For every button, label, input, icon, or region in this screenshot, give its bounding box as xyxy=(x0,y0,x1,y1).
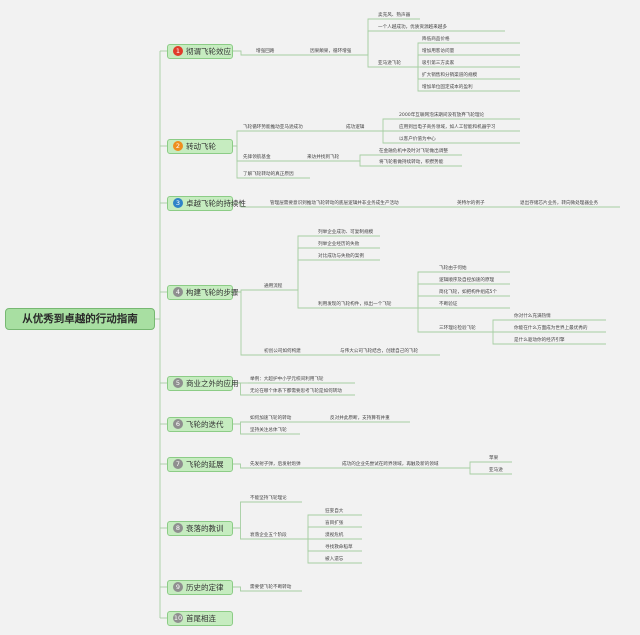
badge-2: 2 xyxy=(173,141,183,151)
node-bullets-cannons[interactable]: 先发射子弹，后发射炮弹 xyxy=(250,462,301,467)
node-economic-engine[interactable]: 是什么驱动你的经济引擎 xyxy=(514,338,565,343)
node-overexpansion[interactable]: 盲目扩张 xyxy=(325,521,344,526)
node-more-visits[interactable]: 增加用客访问量 xyxy=(422,49,455,54)
node-hubris[interactable]: 狂妄自大 xyxy=(325,509,344,514)
badge-3: 3 xyxy=(173,198,183,208)
node-best-in-world[interactable]: 你能在什么方面成为世界上最优秀的 xyxy=(514,326,588,331)
node-compare[interactable]: 对比成功与失败的案例 xyxy=(318,254,364,259)
node-verify[interactable]: 不断验证 xyxy=(439,302,458,307)
node-cause-effect[interactable]: 因果颠果，循环增强 xyxy=(310,49,352,54)
node-school-example[interactable]: 举例：大超护中小学元校间利用飞轮 xyxy=(250,377,324,382)
node-intel-example[interactable]: 英特尔的例子 xyxy=(457,201,485,206)
node-combine[interactable]: 与伟大公司飞轮结合，创建自己的飞轮 xyxy=(340,349,419,354)
node-list-failure[interactable]: 列举企业经历的失败 xyxy=(318,242,360,247)
root-node[interactable]: 从优秀到卓越的行动指南 xyxy=(5,308,155,330)
node-dotcom[interactable]: 2000年互联网泡沫期间没有放弃飞轮理论 xyxy=(399,113,485,118)
node-apple[interactable]: 苹果 xyxy=(489,456,499,461)
node-not-persist[interactable]: 不能坚持飞轮理论 xyxy=(250,496,287,501)
node-focus-overall[interactable]: 坚持关注总体飞轮 xyxy=(250,428,287,433)
section-2-label: 转动飞轮 xyxy=(186,142,216,151)
section-6-label: 飞轮的迭代 xyxy=(186,420,224,429)
badge-8: 8 xyxy=(173,523,183,533)
node-success-logic[interactable]: 成功逻辑 xyxy=(346,125,365,130)
section-3-label: 卓越飞轮的持续性 xyxy=(186,199,246,208)
node-simplify[interactable]: 简化飞轮，如把构件组成5个 xyxy=(439,290,498,295)
node-denial[interactable]: 漠视危机 xyxy=(325,533,344,538)
node-ai-ml[interactable]: 应用到出电子商务领域，如人工智能和机器学习 xyxy=(399,125,496,130)
node-third-party[interactable]: 吸引第三方卖家 xyxy=(422,61,455,66)
node-logic-order[interactable]: 逻辑顺序及自控加速的原理 xyxy=(439,278,495,283)
badge-6: 6 xyxy=(173,419,183,429)
badge-4: 4 xyxy=(173,287,183,297)
section-8-label: 衰落的教训 xyxy=(186,524,224,533)
node-oppose[interactable]: 反对并此原断，支持算有并重 xyxy=(330,416,390,421)
node-draft-flywheel[interactable]: 利用发现的飞轮构件，拟出一个飞轮 xyxy=(318,302,392,307)
badge-9: 9 xyxy=(173,582,183,592)
node-amazon-success[interactable]: 飞轮循环势能推动亚马逊成功 xyxy=(243,125,303,130)
node-mgmt-awareness[interactable]: 管理层需要意识到推动飞轮转动的底层逻辑并非业务成生产活动 xyxy=(270,201,399,206)
node-three-circles[interactable]: 三环理论检验飞轮 xyxy=(439,326,476,331)
badge-5: 5 xyxy=(173,378,183,388)
node-momentum[interactable]: 将飞轮看做持续转动，积攒势能 xyxy=(379,160,444,165)
node-any-system[interactable]: 无论在哪个体系下都需要思考飞轮是如何转动 xyxy=(250,389,342,394)
node-scale-channels[interactable]: 扩大销售和分销渠道的规模 xyxy=(422,73,478,78)
node-amazon-flywheel[interactable]: 亚马逊飞轮 xyxy=(378,61,401,66)
node-irrelevance[interactable]: 被入遗忘 xyxy=(325,557,344,562)
section-5-label: 商业之外的应用 xyxy=(186,379,239,388)
badge-1: 1 xyxy=(173,46,183,56)
node-adjacent-fields[interactable]: 成功的企业先尝试在跨界领域，再触及新的领域 xyxy=(342,462,439,467)
node-feedback-loop[interactable]: 增强回路 xyxy=(256,49,275,54)
section-1-label: 彻谓飞轮效应 xyxy=(186,47,231,56)
node-example-1[interactable]: 卖充风、熟声器 xyxy=(378,13,411,18)
badge-10: 10 xyxy=(173,613,183,623)
node-salvation[interactable]: 寻找救命稻草 xyxy=(325,545,353,550)
node-crisis-adjust[interactable]: 在金融危机中及时对飞轮做出调整 xyxy=(379,149,448,154)
node-accelerate[interactable]: 如何加速飞轮的转动 xyxy=(250,416,292,421)
node-exit-memory[interactable]: 退出存储芯片业务，转向微处理器业务 xyxy=(520,201,599,206)
node-startup[interactable]: 初创公司如何构建 xyxy=(264,349,301,354)
section-10-label: 首尾相连 xyxy=(186,614,216,623)
node-find-flywheel[interactable]: 来访并找到飞轮 xyxy=(307,155,340,160)
node-general-process[interactable]: 通用流程 xyxy=(264,284,283,289)
node-lower-price[interactable]: 降低商品价格 xyxy=(422,37,450,42)
node-list-success[interactable]: 列举企业成功、可复制规模 xyxy=(318,230,374,235)
node-keep-turning[interactable]: 需要使飞轮不断转动 xyxy=(250,585,292,590)
node-example-2[interactable]: 一个人越成功，优质资源越来越多 xyxy=(378,25,447,30)
node-amazon[interactable]: 亚马逊 xyxy=(489,468,503,473)
node-fixed-cost[interactable]: 增加单位固定成本的盈利 xyxy=(422,85,473,90)
node-five-stages[interactable]: 衰落企业五个阶段 xyxy=(250,533,287,538)
section-4-label: 构建飞轮的步骤 xyxy=(186,288,239,297)
section-7-label: 飞轮的延展 xyxy=(186,460,224,469)
node-real-reason[interactable]: 了解飞轮转动的真正原因 xyxy=(243,172,294,177)
node-start[interactable]: 飞轮由于何始 xyxy=(439,266,467,271)
node-customer-value[interactable]: 以客户价值为中心 xyxy=(399,137,436,142)
badge-7: 7 xyxy=(173,459,183,469)
section-9-label: 历史的定律 xyxy=(186,583,224,592)
node-vanguard[interactable]: 先锋领航基金 xyxy=(243,155,271,160)
node-passion[interactable]: 你对什么充满热情 xyxy=(514,314,551,319)
